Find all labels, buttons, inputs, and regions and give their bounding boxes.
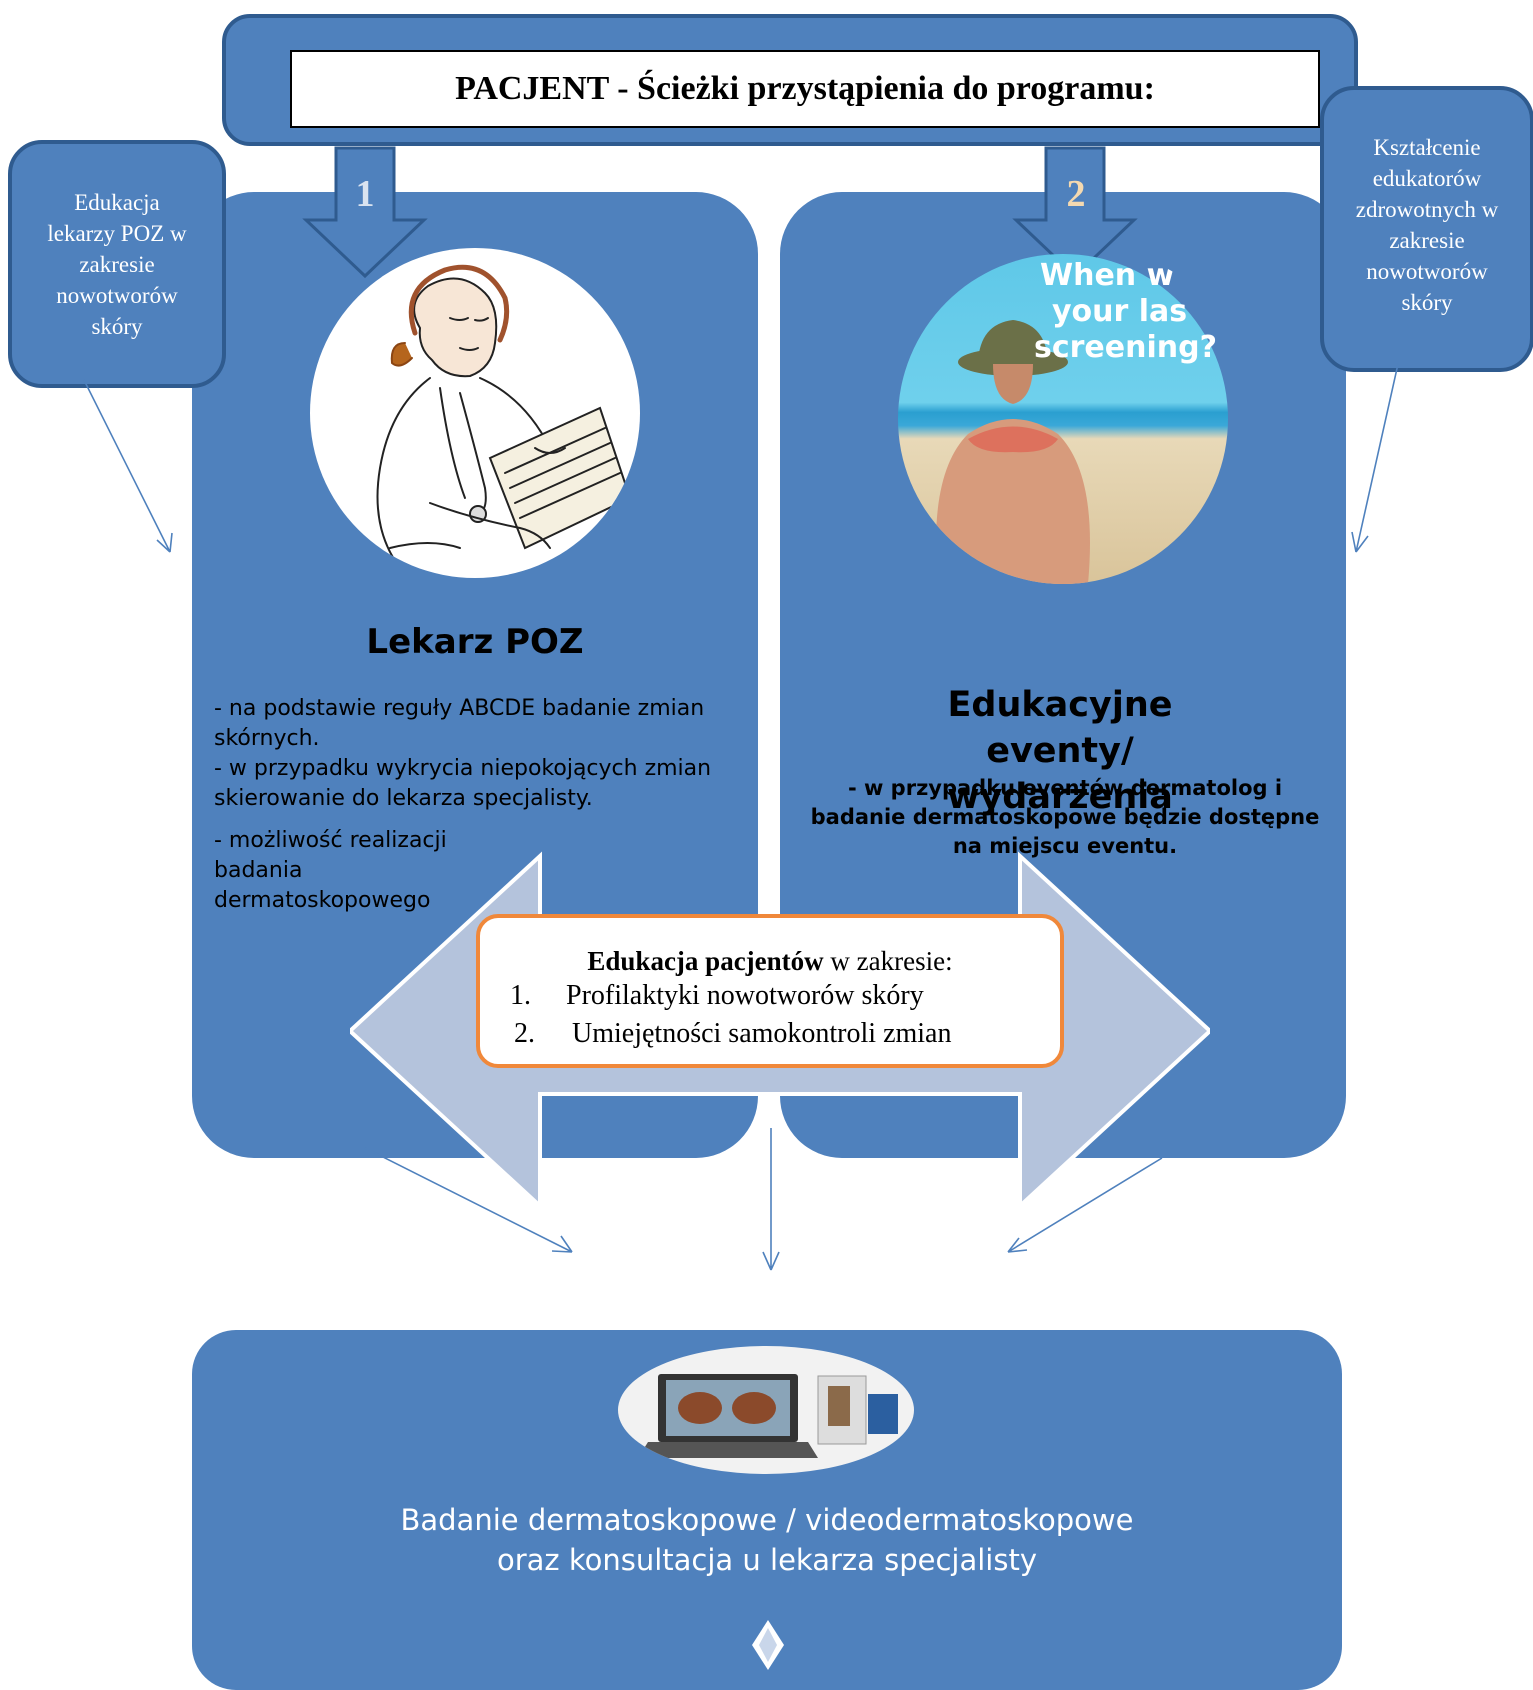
education-item-2-num: 2. — [514, 1018, 535, 1049]
left-panel-bullet-1: - na podstawie reguły ABCDE badanie zmia… — [214, 696, 705, 751]
diamond-icon — [752, 1620, 784, 1670]
side-box-right: Kształcenie edukatorów zdrowotnych w zak… — [1320, 86, 1533, 372]
beach-photo — [898, 254, 1228, 584]
education-item-2-text: Umiejętności samokontroli zmian — [572, 1018, 952, 1049]
side-box-right-text: Kształcenie edukatorów zdrowotnych w zak… — [1355, 135, 1499, 315]
page-title: PACJENT - Ścieżki przystąpienia do progr… — [290, 50, 1320, 128]
dermatoscope-device-image — [618, 1346, 914, 1474]
right-panel-title: Edukacyjne eventy/ wydarzenia — [947, 685, 1173, 817]
side-box-left: Edukacja lekarzy POZ w zakresie nowotwor… — [8, 140, 226, 388]
side-box-left-text: Edukacja lekarzy POZ w zakresie nowotwor… — [47, 189, 187, 339]
connector-left-to-bottom — [364, 1147, 573, 1253]
education-item-1: 1. Profilaktyki nowotworów skóry — [510, 980, 924, 1012]
path-arrow-2 — [1012, 146, 1138, 279]
education-item-2: 2. Umiejętności samokontroli zmian — [514, 1018, 951, 1050]
left-panel-bullet-3: - możliwość realizacji badania dermatosk… — [214, 828, 447, 913]
education-title: Edukacja pacjentów w zakresie: — [480, 946, 1060, 977]
photo-overlay-line3: screening? — [1034, 330, 1218, 365]
right-panel-note: - w przypadku eventów dermatolog i badan… — [810, 776, 1320, 858]
bottom-panel-line-2: oraz konsultacja u lekarza specjalisty — [496, 1543, 1037, 1577]
path-number-1: 1 — [355, 173, 375, 215]
connector-center-to-bottom — [762, 1128, 780, 1271]
photo-overlay-text: When w your las screening? — [900, 254, 1230, 374]
education-item-1-text: Profilaktyki nowotworów skóry — [566, 980, 924, 1011]
connector-left-education — [83, 379, 173, 553]
education-title-bold: Edukacja pacjentów — [587, 946, 824, 976]
left-panel-title: Lekarz POZ — [366, 622, 584, 662]
doctor-sketch-icon — [376, 264, 632, 569]
connector-right-to-bottom — [1007, 1157, 1163, 1253]
patient-education-box: Edukacja pacjentów w zakresie: 1. Profila… — [476, 914, 1064, 1068]
photo-overlay-line1: When w — [1040, 258, 1175, 293]
path-number-2: 2 — [1066, 173, 1086, 215]
connector-right-education — [1351, 363, 1399, 553]
bottom-panel-line-1: Badanie dermatoskopowe / videodermatosko… — [400, 1503, 1134, 1537]
doctor-illustration — [310, 248, 640, 578]
education-title-rest: w zakresie: — [823, 946, 953, 976]
dermatoscope-icon — [638, 1374, 898, 1458]
path-arrow-1 — [302, 146, 428, 279]
left-panel-bullet-2: - w przypadku wykrycia niepokojących zmi… — [214, 756, 712, 811]
photo-overlay-line2: your las — [1052, 294, 1188, 329]
man-sunburn-icon — [936, 320, 1090, 584]
education-item-1-num: 1. — [510, 980, 531, 1011]
